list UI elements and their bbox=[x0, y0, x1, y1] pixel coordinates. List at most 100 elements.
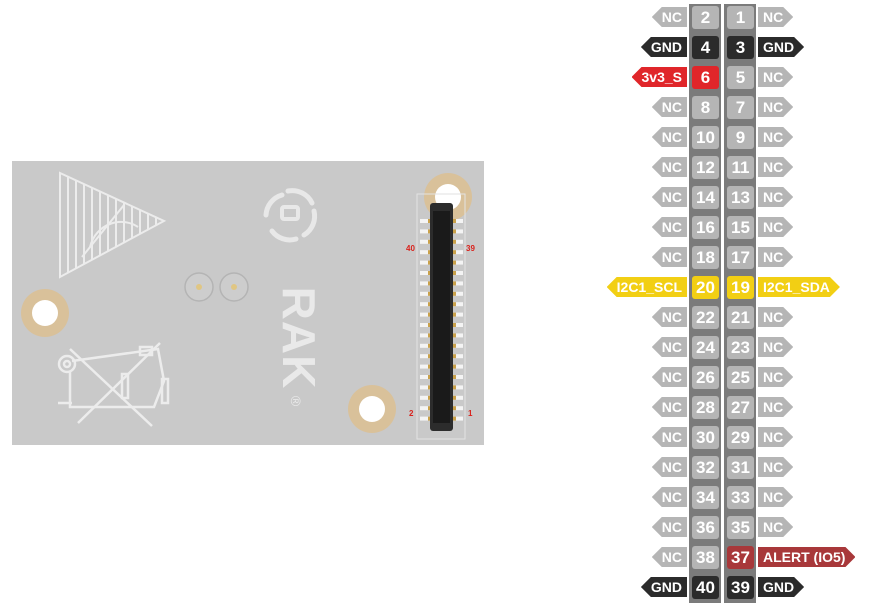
board-artwork bbox=[21, 171, 472, 440]
pin-number-26: 26 bbox=[692, 366, 719, 389]
pin-number-15: 15 bbox=[727, 216, 754, 239]
connector-pad bbox=[453, 291, 463, 296]
pin-function-label: GND bbox=[640, 37, 687, 57]
pin-function-label: NC bbox=[758, 157, 793, 177]
connector-pad bbox=[453, 364, 463, 369]
pin-function-label: NC bbox=[651, 427, 687, 447]
pin-function-label: I2C1_SDA bbox=[758, 277, 840, 297]
pin-number-32: 32 bbox=[692, 456, 719, 479]
connector-pad bbox=[420, 395, 430, 400]
pin-number-27: 27 bbox=[727, 396, 754, 419]
connector-pad bbox=[453, 260, 463, 265]
test-pad-icon bbox=[184, 272, 249, 302]
module-board: 40 39 2 1 RAK ® bbox=[12, 161, 484, 445]
pin-number-35: 35 bbox=[727, 516, 754, 539]
pin-number-39: 39 bbox=[727, 576, 754, 599]
pin-number-33: 33 bbox=[727, 486, 754, 509]
connector-pad bbox=[453, 354, 463, 359]
pin-function-label: NC bbox=[651, 247, 687, 267]
connector-pad bbox=[420, 219, 430, 223]
pin-number-29: 29 bbox=[727, 426, 754, 449]
pin-function-label: NC bbox=[651, 7, 687, 27]
pin-function-label: NC bbox=[758, 97, 793, 117]
pin-number-30: 30 bbox=[692, 426, 719, 449]
pin-number-40: 40 bbox=[692, 576, 719, 599]
pin-function-label: NC bbox=[651, 187, 687, 207]
pin-function-label: ALERT (IO5) bbox=[758, 547, 855, 567]
pin-number-5: 5 bbox=[727, 66, 754, 89]
pin-function-label: NC bbox=[651, 217, 687, 237]
pin-function-label: NC bbox=[758, 67, 793, 87]
connector-pad bbox=[453, 406, 463, 411]
connector-pins bbox=[420, 219, 463, 421]
pin-number-34: 34 bbox=[692, 486, 719, 509]
pin-function-label: NC bbox=[758, 427, 793, 447]
pin-function-label: NC bbox=[651, 367, 687, 387]
rak-logo-icon bbox=[263, 188, 318, 243]
pin-function-label: I2C1_SCL bbox=[606, 277, 687, 297]
connector-pad bbox=[420, 271, 430, 275]
pin-number-1: 1 bbox=[727, 6, 754, 29]
pin-function-label: NC bbox=[651, 97, 687, 117]
connector-outline bbox=[416, 193, 466, 440]
pin-number-36: 36 bbox=[692, 516, 719, 539]
pin-number-11: 11 bbox=[727, 156, 754, 179]
warning-triangle-icon bbox=[59, 171, 167, 279]
pin-function-label: NC bbox=[651, 307, 687, 327]
pin-number-31: 31 bbox=[727, 456, 754, 479]
pin-function-label: NC bbox=[651, 397, 687, 417]
connector-pad bbox=[420, 260, 430, 265]
pin-function-label: NC bbox=[758, 307, 793, 327]
pin-number-9: 9 bbox=[727, 126, 754, 149]
connector-pad bbox=[453, 271, 463, 275]
connector-pin-label: 39 bbox=[466, 244, 475, 253]
pin-number-24: 24 bbox=[692, 336, 719, 359]
connector-pad bbox=[453, 343, 463, 348]
connector-pad bbox=[453, 281, 463, 286]
pin-function-label: NC bbox=[651, 157, 687, 177]
connector-pad bbox=[420, 291, 430, 296]
pin-function-label: NC bbox=[651, 337, 687, 357]
connector-pad bbox=[420, 364, 430, 369]
pin-function-label: NC bbox=[651, 487, 687, 507]
pin-function-label: 3v3_S bbox=[631, 67, 687, 87]
pin-function-label: GND bbox=[758, 577, 804, 597]
pin-number-28: 28 bbox=[692, 396, 719, 419]
pin-number-22: 22 bbox=[692, 306, 719, 329]
pin-number-10: 10 bbox=[692, 126, 719, 149]
connector-pin-label: 1 bbox=[468, 409, 473, 418]
pin-function-label: NC bbox=[758, 7, 793, 27]
pin-function-label: NC bbox=[758, 517, 793, 537]
pin-number-13: 13 bbox=[727, 186, 754, 209]
connector-pad bbox=[420, 354, 430, 359]
connector-pad bbox=[420, 333, 430, 338]
pin-function-label: NC bbox=[758, 337, 793, 357]
connector-pad bbox=[420, 375, 430, 379]
pin-function-label: GND bbox=[758, 37, 804, 57]
pin-number-37: 37 bbox=[727, 546, 754, 569]
connector-pad bbox=[420, 312, 430, 317]
pin-function-label: NC bbox=[758, 397, 793, 417]
connector-pad bbox=[420, 281, 430, 286]
pin-function-label: NC bbox=[651, 127, 687, 147]
connector-pad bbox=[453, 250, 463, 255]
pin-number-6: 6 bbox=[692, 66, 719, 89]
connector-pad bbox=[453, 219, 463, 223]
pin-number-23: 23 bbox=[727, 336, 754, 359]
connector-pad bbox=[420, 239, 430, 244]
pin-number-38: 38 bbox=[692, 546, 719, 569]
connector-pad bbox=[453, 385, 463, 390]
connector-pad bbox=[420, 416, 430, 421]
pin-number-17: 17 bbox=[727, 246, 754, 269]
connector-pad bbox=[420, 343, 430, 348]
pin-number-19: 19 bbox=[727, 276, 754, 299]
pin-number-21: 21 bbox=[727, 306, 754, 329]
connector-pad bbox=[453, 333, 463, 338]
pin-number-2: 2 bbox=[692, 6, 719, 29]
pin-number-18: 18 bbox=[692, 246, 719, 269]
pin-function-label: NC bbox=[758, 487, 793, 507]
pin-number-12: 12 bbox=[692, 156, 719, 179]
pin-function-label: NC bbox=[758, 247, 793, 267]
pin-number-20: 20 bbox=[692, 276, 719, 299]
